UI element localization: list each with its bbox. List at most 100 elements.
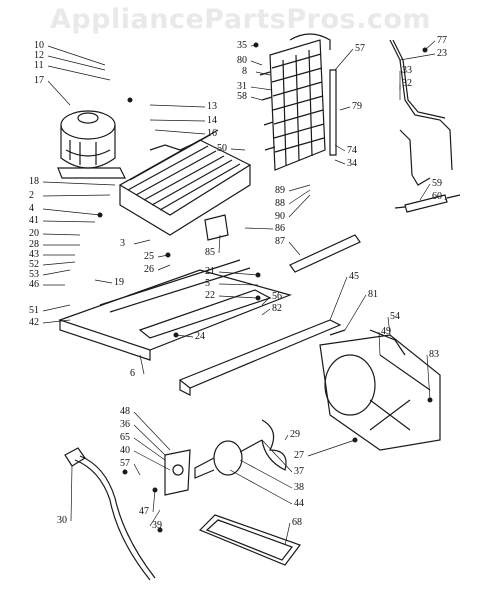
callout-74: 74 <box>347 145 357 156</box>
leader-16 <box>154 129 206 135</box>
callout-57: 57 <box>355 43 365 54</box>
callout-83: 83 <box>429 349 439 360</box>
callout-37: 37 <box>294 466 304 477</box>
leader-86 <box>244 227 274 230</box>
compressor <box>57 110 126 179</box>
leader-23 <box>399 53 436 61</box>
leader-57 <box>334 48 354 71</box>
leader-88 <box>288 189 311 205</box>
leader-80 <box>250 60 263 66</box>
leader-12 <box>47 55 106 71</box>
callout-11: 11 <box>34 60 44 71</box>
filter-drier <box>394 194 461 213</box>
callout-77: 77 <box>437 35 447 46</box>
leader-3 <box>133 239 151 245</box>
callout-54: 54 <box>390 311 400 322</box>
callout-4: 4 <box>29 203 34 214</box>
callout-13: 13 <box>207 101 217 112</box>
leader-54 <box>387 316 391 336</box>
leader-57 <box>133 463 141 476</box>
callout-48: 48 <box>120 406 130 417</box>
leader-53 <box>42 269 71 276</box>
callout-24: 24 <box>195 331 205 342</box>
callout-49: 49 <box>381 326 391 337</box>
leader-58 <box>250 96 263 101</box>
drain-trough <box>289 234 361 273</box>
wiring-harness <box>64 447 156 581</box>
defrost-heater-tube <box>329 69 337 156</box>
callout-65: 65 <box>120 432 130 443</box>
leader-36 <box>133 424 166 456</box>
callout-88: 88 <box>275 198 285 209</box>
leader-48 <box>133 411 171 451</box>
leader-87 <box>288 241 301 256</box>
callout-18: 18 <box>29 176 39 187</box>
callout-40: 40 <box>120 445 130 456</box>
callout-42: 42 <box>29 317 39 328</box>
callout-leaders <box>42 40 447 546</box>
leader-34 <box>334 159 346 165</box>
leader-60 <box>444 196 447 201</box>
leader-18 <box>42 181 116 186</box>
callout-43: 43 <box>29 249 39 260</box>
callout-46: 46 <box>29 279 39 290</box>
leader-4 <box>42 208 101 216</box>
callout-3: 3 <box>120 238 125 249</box>
leader-14 <box>149 119 206 122</box>
watermark-logo: AppliancePartsPros.com <box>49 4 432 35</box>
callout-8: 8 <box>242 66 247 77</box>
leader-59 <box>419 183 431 201</box>
leader-79 <box>339 106 351 111</box>
callout-80: 80 <box>237 55 247 66</box>
callout-20: 20 <box>29 228 39 239</box>
callout-25: 25 <box>144 251 154 262</box>
callout-5: 5 <box>205 278 210 289</box>
callout-52: 52 <box>29 259 39 270</box>
leader-74 <box>334 144 346 152</box>
leader-41 <box>42 220 96 223</box>
leader-6 <box>139 354 145 375</box>
leader-17 <box>47 80 71 106</box>
leader-24 <box>175 334 194 338</box>
callout-58: 58 <box>237 91 247 102</box>
callout-85: 85 <box>205 247 215 258</box>
leader-52 <box>42 261 76 266</box>
callout-68: 68 <box>292 517 302 528</box>
leader-27 <box>307 439 356 457</box>
leader-19 <box>94 279 113 284</box>
leader-65 <box>133 437 166 461</box>
leader-45 <box>329 276 348 321</box>
leader-77 <box>424 40 436 51</box>
drain-pan <box>198 514 301 566</box>
leader-29 <box>284 434 289 441</box>
callout-17: 17 <box>34 75 44 86</box>
leader-10 <box>47 45 106 66</box>
leader-90 <box>288 194 311 218</box>
callout-19: 19 <box>114 277 124 288</box>
callout-22: 22 <box>205 290 215 301</box>
leader-50 <box>230 148 246 151</box>
condenser-coil <box>118 129 252 236</box>
leader-81 <box>344 294 367 331</box>
leader-2 <box>42 194 111 197</box>
suction-line <box>389 39 453 186</box>
callout-31: 31 <box>237 81 247 92</box>
leader-30 <box>70 465 73 522</box>
defrost-timer <box>204 214 229 241</box>
callout-10: 10 <box>34 40 44 51</box>
callout-89: 89 <box>275 185 285 196</box>
leader-11 <box>47 65 111 81</box>
relay-bracket <box>164 449 191 496</box>
callout-39: 39 <box>152 520 162 531</box>
leader-85 <box>218 234 221 254</box>
callout-27: 27 <box>294 450 304 461</box>
callout-34: 34 <box>347 158 357 169</box>
leader-40 <box>133 450 171 471</box>
leader-38 <box>239 459 293 489</box>
leader-49 <box>378 331 381 356</box>
callout-6: 6 <box>130 368 135 379</box>
callout-50: 50 <box>217 143 227 154</box>
tube-clip <box>369 329 406 356</box>
leader-5 <box>218 283 259 286</box>
callout-33: 33 <box>402 65 412 76</box>
